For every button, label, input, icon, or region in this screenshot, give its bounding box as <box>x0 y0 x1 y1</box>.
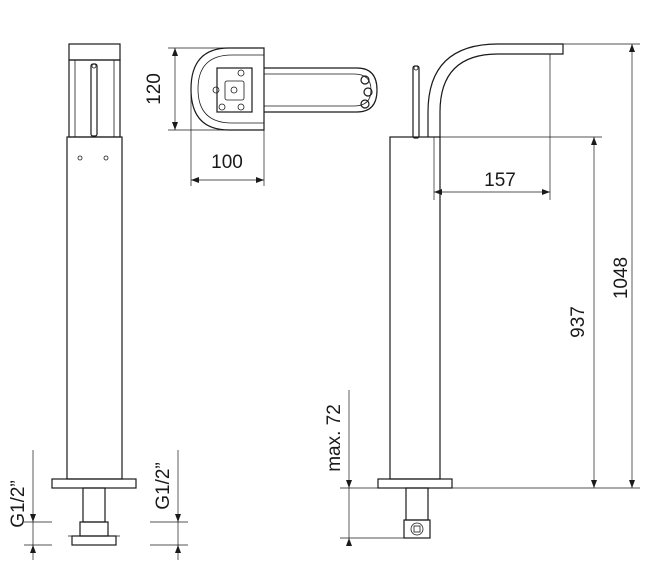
control-housing <box>68 59 121 138</box>
thread-label-right: G1/2” <box>153 462 174 510</box>
side-base-plate <box>377 478 453 489</box>
dimension-1048: 1048 <box>563 43 640 488</box>
spout <box>427 43 564 137</box>
plan-cartridge <box>216 67 253 113</box>
thread-dimension-left: G1/2” <box>8 450 52 560</box>
dimension-label-max-72: max. 72 <box>324 404 345 472</box>
plan-body <box>190 47 265 131</box>
dimension-label-937: 937 <box>568 306 589 338</box>
dimension-label-1048: 1048 <box>611 257 632 299</box>
side-connector-ring <box>410 522 424 536</box>
dimension-label-120: 120 <box>144 73 165 105</box>
dimension-label-157: 157 <box>484 170 516 191</box>
dimension-937: 937 <box>440 136 640 489</box>
dimension-157: 157 <box>433 60 551 200</box>
side-column <box>389 136 441 480</box>
side-view <box>377 43 564 539</box>
plan-spout <box>264 67 378 113</box>
plan-view <box>190 47 378 131</box>
thread-label-left: G1/2” <box>8 480 29 528</box>
thread-dimension-right: G1/2” <box>150 450 188 560</box>
pipe-flange <box>71 535 117 546</box>
front-view <box>51 43 137 546</box>
base-plate <box>51 478 137 489</box>
side-supply-pipe <box>405 487 429 521</box>
dimension-max-72: max. 72 <box>324 390 404 546</box>
dimension-120: 120 <box>144 47 229 131</box>
side-connector <box>403 519 431 539</box>
screw-hole <box>103 155 109 161</box>
supply-pipe <box>82 487 106 523</box>
top-cap <box>68 43 121 61</box>
column-body <box>66 136 123 480</box>
dimension-label-100: 100 <box>211 152 243 173</box>
dimension-100: 100 <box>190 89 265 186</box>
screw-hole <box>77 155 83 161</box>
pipe-nut <box>79 521 109 537</box>
side-lever <box>412 65 420 139</box>
lever <box>90 63 98 137</box>
